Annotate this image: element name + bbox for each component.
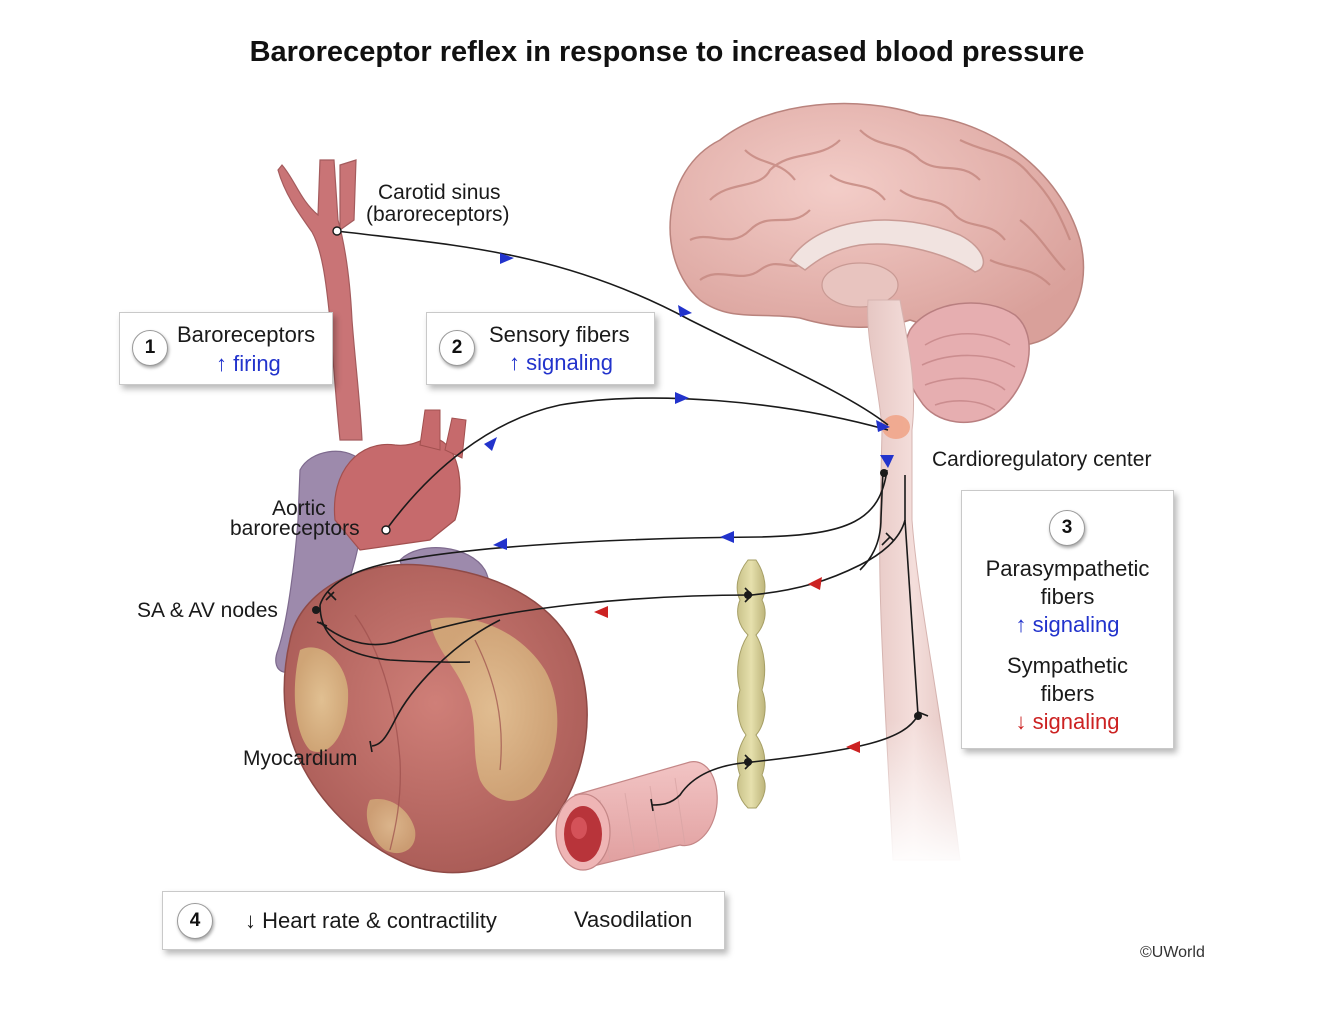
carotid-artery-illustration xyxy=(277,159,363,441)
sympathetic-change: ↓ signaling xyxy=(1015,709,1120,734)
step4-box: 4 ↓ Heart rate & contractility Vasodilat… xyxy=(162,891,725,950)
sympathetic-chain-illustration xyxy=(736,559,766,809)
carotid-baroreceptors-label: (baroreceptors) xyxy=(366,203,510,226)
step2-badge: 2 xyxy=(439,330,475,366)
parasympathetic-fibers: fibers xyxy=(1040,584,1095,609)
brain-illustration xyxy=(669,102,1085,870)
step1-change: ↑ firing xyxy=(216,351,281,376)
carotid-sinus-label: Carotid sinus xyxy=(378,181,501,204)
parasympathetic-title: Parasympathetic xyxy=(985,556,1150,581)
myocardium-label: Myocardium xyxy=(243,747,358,770)
heart-illustration xyxy=(275,409,588,874)
step1-badge: 1 xyxy=(132,330,168,366)
sympathetic-arrowheads xyxy=(594,577,860,753)
nerve-nodes xyxy=(312,226,922,766)
nerve-pathways xyxy=(319,230,919,806)
step2-title: Sensory fibers xyxy=(489,322,630,347)
step2-box: 2 Sensory fibers ↑ signaling xyxy=(426,312,655,385)
step2-change: ↑ signaling xyxy=(509,350,613,375)
figure-title: Baroreceptor reflex in response to incre… xyxy=(249,36,1085,68)
blood-vessel-illustration xyxy=(555,761,718,871)
sympathetic-fibers: fibers xyxy=(1040,681,1095,706)
heart-rate-effect: ↓ Heart rate & contractility xyxy=(245,908,497,933)
copyright-label: ©UWorld xyxy=(1140,944,1205,961)
step3-box: 3 Parasympathetic fibers ↑ signaling Sym… xyxy=(961,490,1174,749)
parasympathetic-change: ↑ signaling xyxy=(1015,612,1120,637)
sympathetic-title: Sympathetic xyxy=(1006,653,1129,678)
step3-badge: 3 xyxy=(1049,510,1085,546)
step4-badge: 4 xyxy=(177,903,213,939)
vasodilation-effect: Vasodilation xyxy=(574,907,693,932)
sa-av-nodes-label: SA & AV nodes xyxy=(137,599,278,622)
step1-title: Baroreceptors xyxy=(177,322,316,347)
sensory-arrowheads xyxy=(484,253,894,550)
cardioregulatory-center-label: Cardioregulatory center xyxy=(932,448,1152,471)
step1-box: 1 Baroreceptors ↑ firing xyxy=(119,312,333,385)
aortic-baroreceptors-label: baroreceptors xyxy=(230,517,360,540)
aortic-label: Aortic xyxy=(272,497,326,520)
